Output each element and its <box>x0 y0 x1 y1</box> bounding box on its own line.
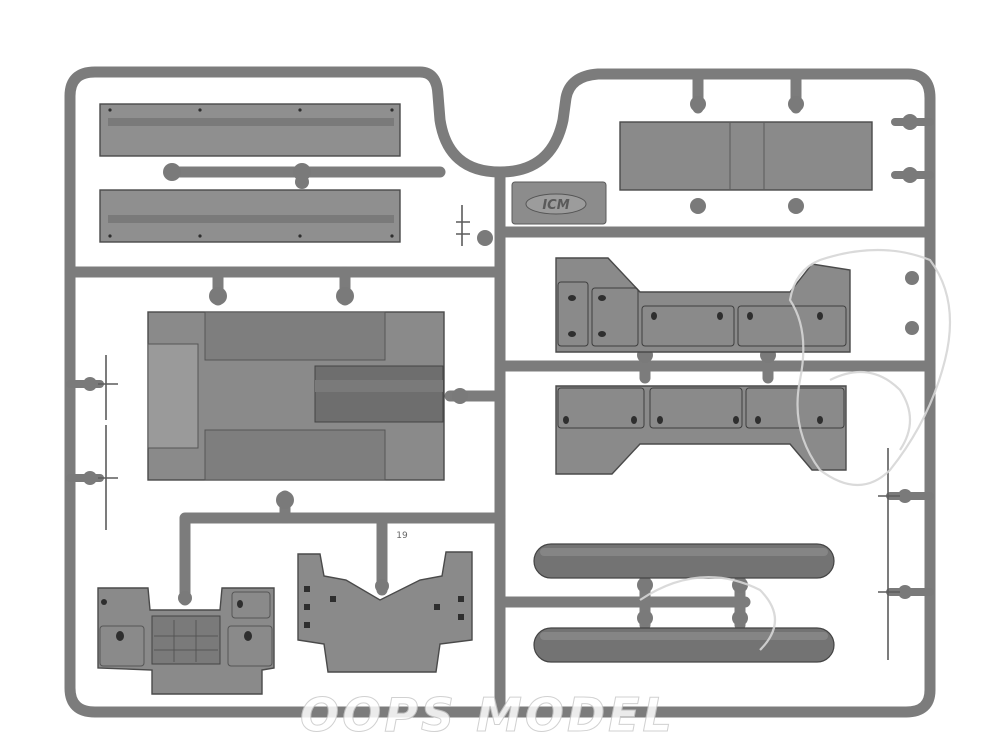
watermark-text: OOPS MODEL <box>300 688 675 743</box>
sprue-logo-text: ICM <box>542 198 569 213</box>
part-rear-deck-panel <box>99 103 401 243</box>
frame-outer-left <box>64 66 936 718</box>
part-floor-upper-right <box>555 257 851 353</box>
part-roof-plate <box>619 121 873 191</box>
part-number-label: 19 <box>396 531 408 541</box>
part-fuel-tanks <box>533 543 835 663</box>
runner-lower-left <box>179 512 506 606</box>
thin-rod-parts <box>98 205 900 660</box>
sprue-logo-tag: ICM <box>511 181 607 225</box>
sprue-frame <box>64 66 936 718</box>
part-rear-panel: 19 <box>297 531 473 673</box>
part-hull-floor <box>147 311 445 481</box>
part-front-panel <box>97 587 275 695</box>
part-floor-lower-right <box>555 385 847 475</box>
watermark-shield <box>639 248 952 651</box>
